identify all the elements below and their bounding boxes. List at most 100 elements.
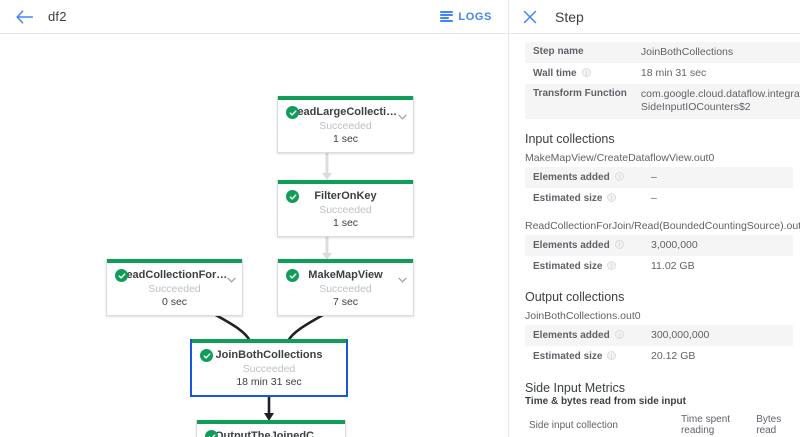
graph-node-output-the-joined-collection[interactable]: OutputTheJoinedCollec... Succeeded 18 se… (196, 420, 346, 437)
table-row: Estimated size 11.02 GB (525, 256, 793, 277)
chevron-down-icon[interactable] (227, 270, 236, 288)
collection-name: MakeMapView/CreateDataflowView.out0 (525, 151, 715, 164)
panel-header: Step (509, 0, 800, 34)
panel-title: Step (555, 8, 584, 25)
row-key: Transform Function (533, 88, 627, 100)
row-value: JoinBothCollections (640, 46, 734, 58)
row-value: 11.02 GB (651, 259, 695, 272)
graph-node-filter-on-key[interactable]: FilterOnKey Succeeded 1 sec (277, 180, 414, 237)
node-status-bar (192, 339, 346, 343)
node-status-bar (278, 96, 413, 100)
close-icon[interactable] (523, 10, 537, 24)
table-row: Estimated size – (525, 188, 793, 209)
node-status-bar (197, 420, 345, 424)
graph-node-read-collection-for-join[interactable]: ReadCollectionForJoin Succeeded 0 sec (106, 259, 243, 316)
row-value: – (651, 191, 657, 204)
info-icon[interactable] (581, 68, 591, 78)
input-collections-heading: Input collections (525, 131, 615, 146)
node-title: ReadLargeCollectionFr... (289, 106, 402, 118)
check-circle-icon (115, 269, 128, 282)
table-row: Elements added 300,000,000 (525, 325, 793, 347)
node-time: 1 sec (332, 217, 359, 229)
info-icon[interactable] (607, 192, 617, 202)
page-title: df2 (48, 9, 67, 24)
logs-button[interactable]: LOGS (440, 10, 492, 23)
side-input-metrics-subheading: Time & bytes read from side input (525, 396, 686, 408)
logs-lines-icon (440, 10, 454, 23)
graph-node-join-both-collections[interactable]: JoinBothCollections Succeeded 18 min 31 … (190, 339, 348, 397)
collection-name: JoinBothCollections.out0 (525, 310, 641, 322)
table-row: Step name JoinBothCollections (525, 42, 800, 64)
check-circle-icon (205, 430, 218, 437)
table-row: Transform Function com.google.cloud.data… (525, 84, 800, 119)
row-key: Elements added (525, 167, 643, 188)
back-arrow-icon[interactable] (14, 7, 34, 27)
table-header-row: Side input collection Time spent reading… (525, 411, 800, 437)
node-title: MakeMapView (308, 269, 383, 281)
graph-node-read-large-collection[interactable]: ReadLargeCollectionFr... Succeeded 1 sec (277, 96, 414, 153)
row-value: 300,000,000 (651, 329, 710, 341)
chevron-down-icon[interactable] (398, 107, 407, 125)
info-icon[interactable] (614, 239, 624, 249)
node-title: OutputTheJoinedCollec... (215, 430, 327, 437)
output-collections-heading: Output collections (525, 290, 625, 304)
check-circle-icon (286, 106, 299, 119)
row-value: – (651, 170, 657, 183)
check-circle-icon (286, 190, 299, 203)
row-value: 20.12 GB (651, 350, 696, 363)
column-header-bytes-read: Bytes read (752, 411, 800, 437)
check-circle-icon (286, 269, 299, 282)
node-title: FilterOnKey (314, 190, 377, 202)
row-key: Estimated size (525, 346, 643, 367)
top-bar: df2 LOGS (0, 0, 508, 34)
input-collection-table-1: Elements added 3,000,000 Estimated size … (525, 234, 793, 277)
node-time: 0 sec (161, 296, 188, 308)
node-status: Succeeded (319, 283, 372, 295)
node-status: Succeeded (148, 283, 201, 295)
row-key: Elements added (525, 325, 643, 346)
panel-body: Step name JoinBothCollections Wall time … (509, 34, 800, 437)
row-value: com.google.cloud.dataflow.integration. S… (640, 88, 800, 114)
row-key: Estimated size (525, 188, 643, 209)
node-time: 1 sec (332, 133, 359, 145)
info-icon[interactable] (614, 171, 624, 181)
node-status-bar (278, 180, 413, 184)
column-header-time-spent-reading: Time spent reading (676, 411, 753, 437)
row-key: Wall time (525, 63, 633, 84)
node-title: ReadCollectionForJoin (118, 269, 231, 281)
table-row: Elements added 3,000,000 (525, 234, 793, 256)
info-icon[interactable] (614, 330, 624, 339)
info-icon[interactable] (607, 260, 617, 270)
column-header-side-input-collection: Side input collection (525, 411, 677, 437)
node-title: JoinBothCollections (215, 349, 323, 361)
row-key: Elements added (525, 235, 643, 256)
node-status-bar (278, 259, 413, 263)
graph-canvas[interactable]: ReadLargeCollectionFr... Succeeded 1 sec (0, 34, 508, 437)
row-key: Step name (533, 46, 584, 57)
table-row: Estimated size 20.12 GB (525, 346, 793, 367)
row-value: 3,000,000 (651, 238, 698, 251)
node-status-bar (107, 259, 242, 263)
side-input-metrics-heading: Side Input Metrics (525, 381, 626, 396)
table-row: Wall time 18 min 31 sec (525, 63, 800, 84)
step-details-panel: Step Step name JoinBothCollections Wall … (508, 0, 800, 437)
step-summary-table: Step name JoinBothCollections Wall time … (525, 42, 800, 119)
pipeline-graph-pane: df2 LOGS (0, 0, 508, 437)
logs-button-label: LOGS (458, 10, 492, 23)
output-collection-table-0: Elements added 300,000,000 Estimated siz… (525, 325, 793, 367)
node-time: 7 sec (332, 296, 359, 308)
node-time: 18 min 31 sec (236, 376, 302, 388)
info-icon[interactable] (607, 351, 617, 361)
chevron-down-icon[interactable] (398, 270, 407, 288)
row-value: 18 min 31 sec (640, 67, 707, 80)
input-collection-table-0: Elements added – Estimated size – (525, 166, 793, 209)
node-status: Succeeded (319, 120, 372, 132)
node-status: Succeeded (319, 204, 372, 216)
row-key: Estimated size (525, 256, 643, 277)
check-circle-icon (200, 349, 213, 362)
graph-node-make-map-view[interactable]: MakeMapView Succeeded 7 sec (277, 259, 414, 316)
table-row: Elements added – (525, 166, 793, 188)
node-status: Succeeded (242, 363, 296, 375)
side-input-metrics-table: Side input collection Time spent reading… (525, 411, 800, 437)
collection-name: ReadCollectionForJoin/Read(BoundedCounti… (525, 219, 800, 232)
